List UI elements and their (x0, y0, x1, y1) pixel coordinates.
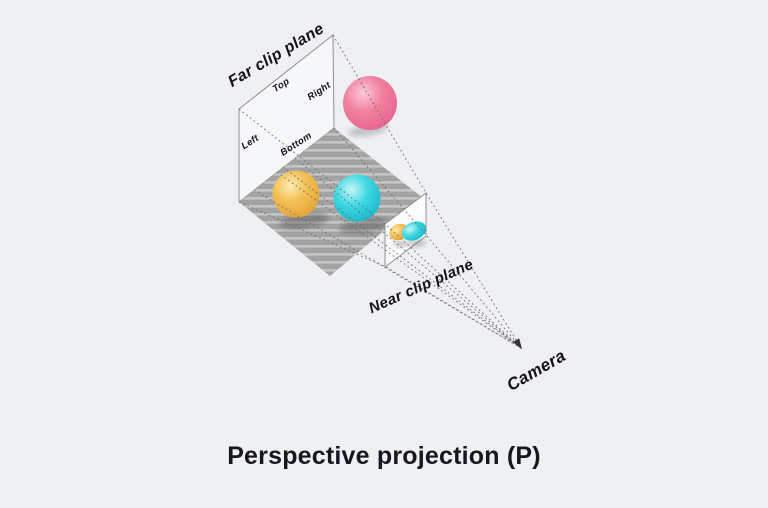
pink-sphere (343, 76, 397, 130)
projected-cyan-shadow (408, 240, 426, 246)
camera-label: Camera (503, 346, 569, 395)
projected-cyan-sphere (402, 221, 426, 241)
projection-ray (238, 108, 522, 349)
cyan-sphere (333, 174, 381, 222)
cyan-sphere-shadow (339, 217, 389, 235)
projection-ray (333, 127, 522, 349)
camera-point (513, 338, 522, 350)
projection-ray (282, 166, 522, 349)
projection-ray (294, 157, 522, 349)
yellow-sphere (272, 170, 320, 218)
frustum-floor (239, 128, 423, 276)
projection-ray (253, 189, 522, 349)
projected-yellow-shadow (393, 241, 409, 247)
projection-rays (238, 34, 522, 349)
page-title: Perspective projection (P) (227, 442, 541, 470)
projection-ray (332, 34, 522, 349)
near-clip-plane-label: Near clip plane (366, 256, 476, 317)
